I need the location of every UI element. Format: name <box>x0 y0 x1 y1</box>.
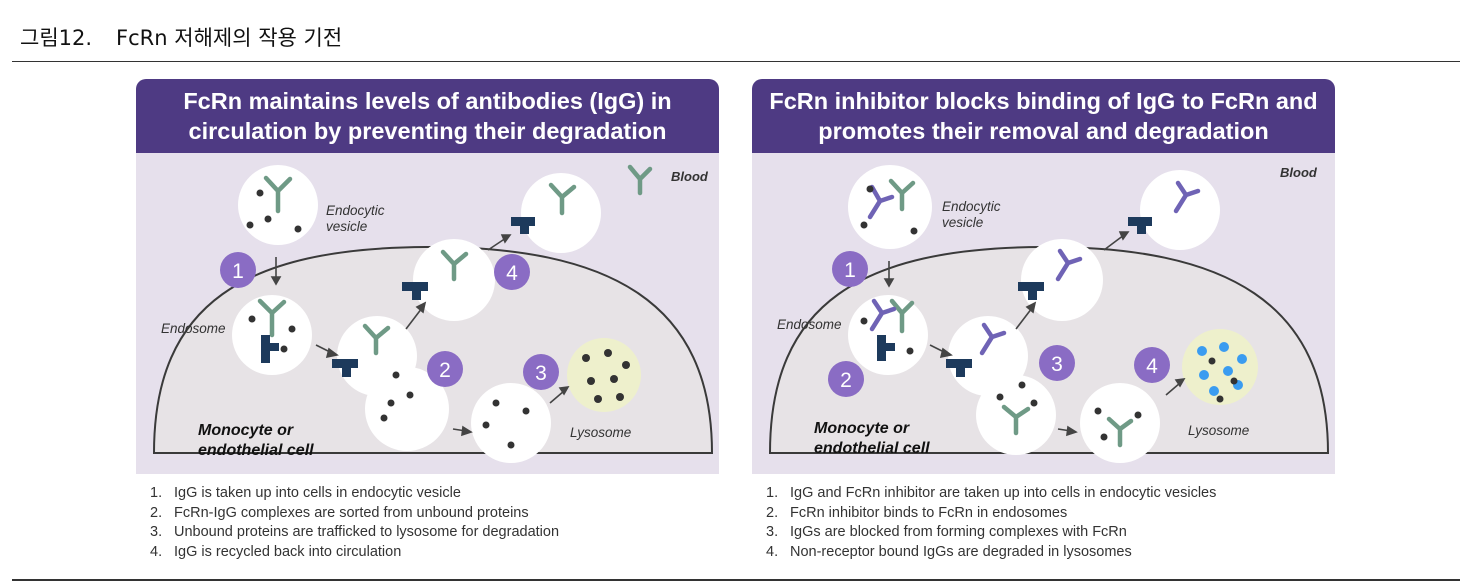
step-item: 1.IgG is taken up into cells in endocyti… <box>150 485 461 501</box>
right-panel-title: FcRn inhibitor blocks binding of IgG to … <box>752 79 1335 153</box>
igg-antibody <box>1106 416 1134 448</box>
trafficking-vesicle <box>1080 383 1160 463</box>
marker-3 <box>523 354 559 390</box>
igg-antibody <box>440 249 469 282</box>
top-rule <box>12 61 1460 62</box>
right-panel: FcRn inhibitor blocks binding of IgG to … <box>752 79 1335 560</box>
fcrn-receptor <box>270 343 279 351</box>
cell-label: Monocyte or endothelial cell <box>198 422 314 459</box>
fcrn-receptor <box>1028 290 1037 300</box>
fcrn-receptor <box>332 359 358 368</box>
blood-label: Blood <box>1280 165 1317 180</box>
marker-2 <box>427 351 463 387</box>
marker-1 <box>832 251 868 287</box>
lysosome-label: Lysosome <box>1188 423 1250 438</box>
igg-antibody <box>362 323 391 356</box>
step-markers <box>828 251 1170 397</box>
left-panel: FcRn maintains levels of antibodies (IgG… <box>136 79 719 560</box>
bottom-rule <box>12 579 1460 581</box>
endosome-vesicle <box>848 295 928 375</box>
fcrn-receptor <box>1018 282 1044 291</box>
fcrn-receptor <box>402 282 428 291</box>
unbound-vesicle <box>365 367 449 451</box>
fcrn-inhibitor <box>979 322 1007 356</box>
endocytic-vesicle-label: Endocytic vesicle <box>942 199 1001 230</box>
right-mechanism-illustration: 1 2 3 4 <box>768 165 1330 463</box>
lysosome <box>567 338 641 412</box>
lysosome-label: Lysosome <box>570 425 632 440</box>
fcrn-receptor <box>520 225 529 234</box>
left-steps-list: 1.IgG is taken up into cells in endocyti… <box>150 484 559 562</box>
recycling-vesicle-a <box>1021 239 1103 321</box>
fcrn-receptor <box>956 367 965 377</box>
marker-2 <box>828 361 864 397</box>
step-item: 3.IgGs are blocked from forming complexe… <box>766 524 1127 540</box>
marker-3 <box>1039 345 1075 381</box>
marker-4 <box>1134 347 1170 383</box>
left-panel-title: FcRn maintains levels of antibodies (IgG… <box>136 79 719 153</box>
igg-antibody <box>548 182 577 216</box>
fcrn-inhibitor <box>1055 248 1083 282</box>
igg-antibody <box>263 175 293 214</box>
endocytic-vesicle <box>848 165 932 249</box>
marker-4 <box>494 254 530 290</box>
igg-antibody <box>1001 404 1031 436</box>
marker-3-label: 3 <box>535 362 547 385</box>
marker-1-label: 1 <box>844 259 856 282</box>
step-item: 4.IgG is recycled back into circulation <box>150 543 402 560</box>
fcrn-receptor <box>261 335 270 363</box>
right-steps-list: 1.IgG and FcRn inhibitor are taken up in… <box>766 484 1216 562</box>
igg-antibody <box>888 178 916 212</box>
igg-antibody <box>627 164 653 196</box>
figure-caption: 그림12. FcRn 저해제의 작용 기전 <box>20 22 342 52</box>
fcrn-inhibitor <box>1173 180 1201 214</box>
blood-label: Blood <box>671 169 708 184</box>
igg-antibody <box>889 298 915 334</box>
marker-4-label: 4 <box>1146 355 1158 378</box>
endosome-label: Endosome <box>777 317 842 332</box>
fcrn-receptor <box>342 367 351 377</box>
fcrn-inhibitor <box>869 298 897 332</box>
step-item: 2.FcRn-IgG complexes are sorted from unb… <box>150 504 529 521</box>
fcrn-receptor <box>877 335 886 361</box>
marker-3-label: 3 <box>1051 353 1063 376</box>
step-item: 4.Non-receptor bound IgGs are degraded i… <box>766 543 1132 560</box>
left-mechanism-illustration: 1 2 3 4 <box>152 164 714 463</box>
left-panel-diagram: 1 2 3 4 Blood Endocytic vesicle Endosome… <box>136 153 719 474</box>
right-panel-diagram: 1 2 3 4 Blood Endocytic vesicle Endosome… <box>752 153 1335 474</box>
figure-number: 그림12. <box>20 26 93 50</box>
fcrn-receptor <box>412 290 421 300</box>
marker-1 <box>220 252 256 288</box>
fcrn-receptor <box>511 217 535 226</box>
step-item: 2.FcRn inhibitor binds to FcRn in endoso… <box>766 504 1068 521</box>
igg-antibody <box>257 298 287 338</box>
marker-2-label: 2 <box>439 359 451 382</box>
step-item: 1.IgG and FcRn inhibitor are taken up in… <box>766 485 1217 501</box>
step-markers <box>220 252 559 390</box>
cell-label: Monocyte or endothelial cell <box>814 420 930 457</box>
marker-1-label: 1 <box>232 260 244 283</box>
lysosome <box>1182 329 1258 405</box>
fcrn-receptor <box>946 359 972 368</box>
fcrn-receptor <box>1137 225 1146 234</box>
marker-4-label: 4 <box>506 262 518 285</box>
figure-title: FcRn 저해제의 작용 기전 <box>116 26 343 50</box>
marker-2-label: 2 <box>840 369 852 392</box>
step-item: 3.Unbound proteins are trafficked to lys… <box>150 524 560 540</box>
trafficking-vesicle <box>471 383 551 463</box>
endosome-label: Endosome <box>161 321 226 336</box>
fcrn-receptor <box>1128 217 1152 226</box>
cell-membrane <box>152 245 714 454</box>
endocytic-vesicle-label: Endocytic vesicle <box>326 203 385 234</box>
fcrn-receptor <box>886 343 895 351</box>
